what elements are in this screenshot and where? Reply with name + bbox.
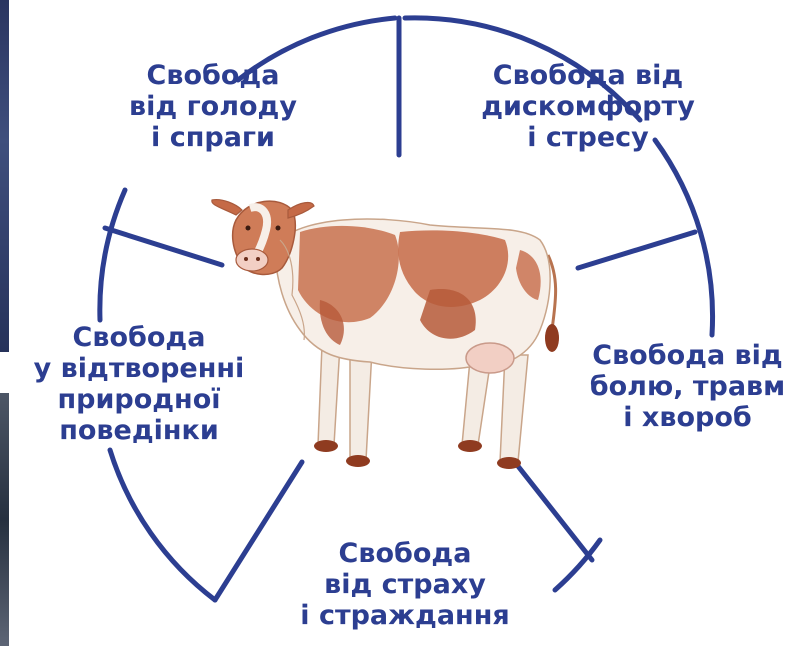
circle-arc-bottom-right: [555, 540, 600, 590]
freedom-natural-behavior-label: Свобода у відтворенні природної поведінк…: [4, 322, 274, 446]
freedom-from-hunger-thirst-label: Свобода від голоду і спраги: [108, 60, 318, 153]
freedom-from-pain-injury-disease-label: Свобода від болю, травм і хвороб: [575, 340, 800, 433]
spoke-upper-right: [578, 232, 695, 268]
circle-arc-bottom-left: [110, 450, 215, 600]
circle-arc-left: [100, 190, 125, 320]
freedom-from-fear-distress-label: Свобода від страху і страждання: [285, 538, 525, 631]
freedom-from-discomfort-stress-label: Свобода від дискомфорту і стресу: [468, 60, 708, 153]
spoke-upper-left: [105, 228, 222, 265]
